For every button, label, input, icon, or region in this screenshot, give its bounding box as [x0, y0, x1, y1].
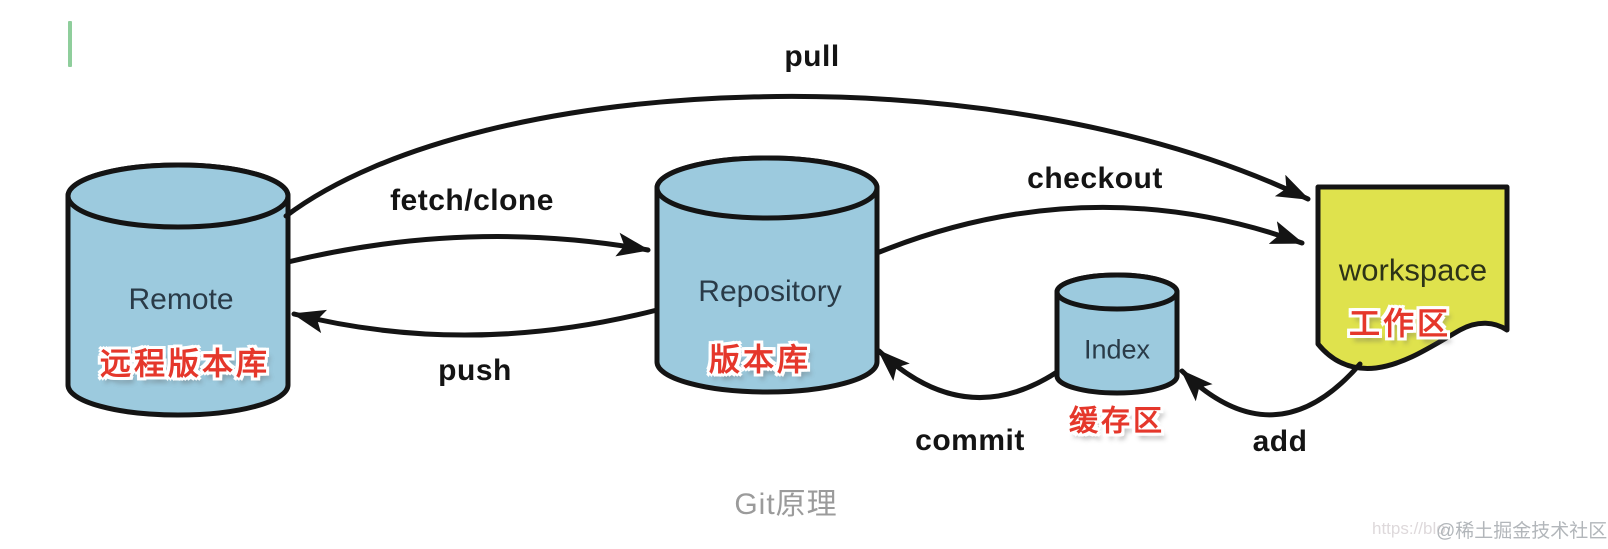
checkout-label: checkout: [1027, 162, 1163, 195]
repository-cylinder: [654, 155, 880, 395]
remote-cylinder-top: [65, 162, 291, 230]
add-arrow: [1179, 361, 1363, 418]
index-cylinder-top: [1054, 272, 1180, 312]
workspace-shape: [1315, 184, 1510, 371]
remote-cylinder: [65, 162, 291, 418]
repository-label: Repository: [698, 275, 842, 308]
diagram-caption: Git原理: [734, 488, 838, 521]
fetch-clone-arrow: [285, 232, 651, 265]
pull-label: pull: [784, 40, 840, 73]
add-label: add: [1252, 425, 1308, 458]
commit-arrow: [876, 348, 1060, 400]
commit-label: commit: [915, 424, 1025, 457]
remote-label: Remote: [128, 283, 234, 316]
text-cursor: [68, 21, 72, 67]
workspace-label-zh: 工作区: [1349, 306, 1451, 342]
pull-arrow: [283, 93, 1311, 219]
checkout-arrow: [874, 204, 1305, 256]
workspace-label: workspace: [1338, 252, 1488, 288]
index-label-zh: 缓存区: [1068, 405, 1166, 438]
fetch-clone-label: fetch/clone: [390, 184, 554, 217]
repository-cylinder-top: [654, 155, 880, 221]
watermark-handle: @稀土掘金技术社区: [1436, 521, 1608, 542]
push-label: push: [438, 354, 512, 387]
push-arrow: [291, 307, 660, 338]
remote-label-zh: 远程版本库: [100, 346, 270, 382]
index-label: Index: [1083, 334, 1151, 365]
index-cylinder: [1054, 272, 1180, 396]
watermark-url: https://blo: [1372, 519, 1446, 538]
repository-label-zh: 版本库: [709, 342, 811, 378]
